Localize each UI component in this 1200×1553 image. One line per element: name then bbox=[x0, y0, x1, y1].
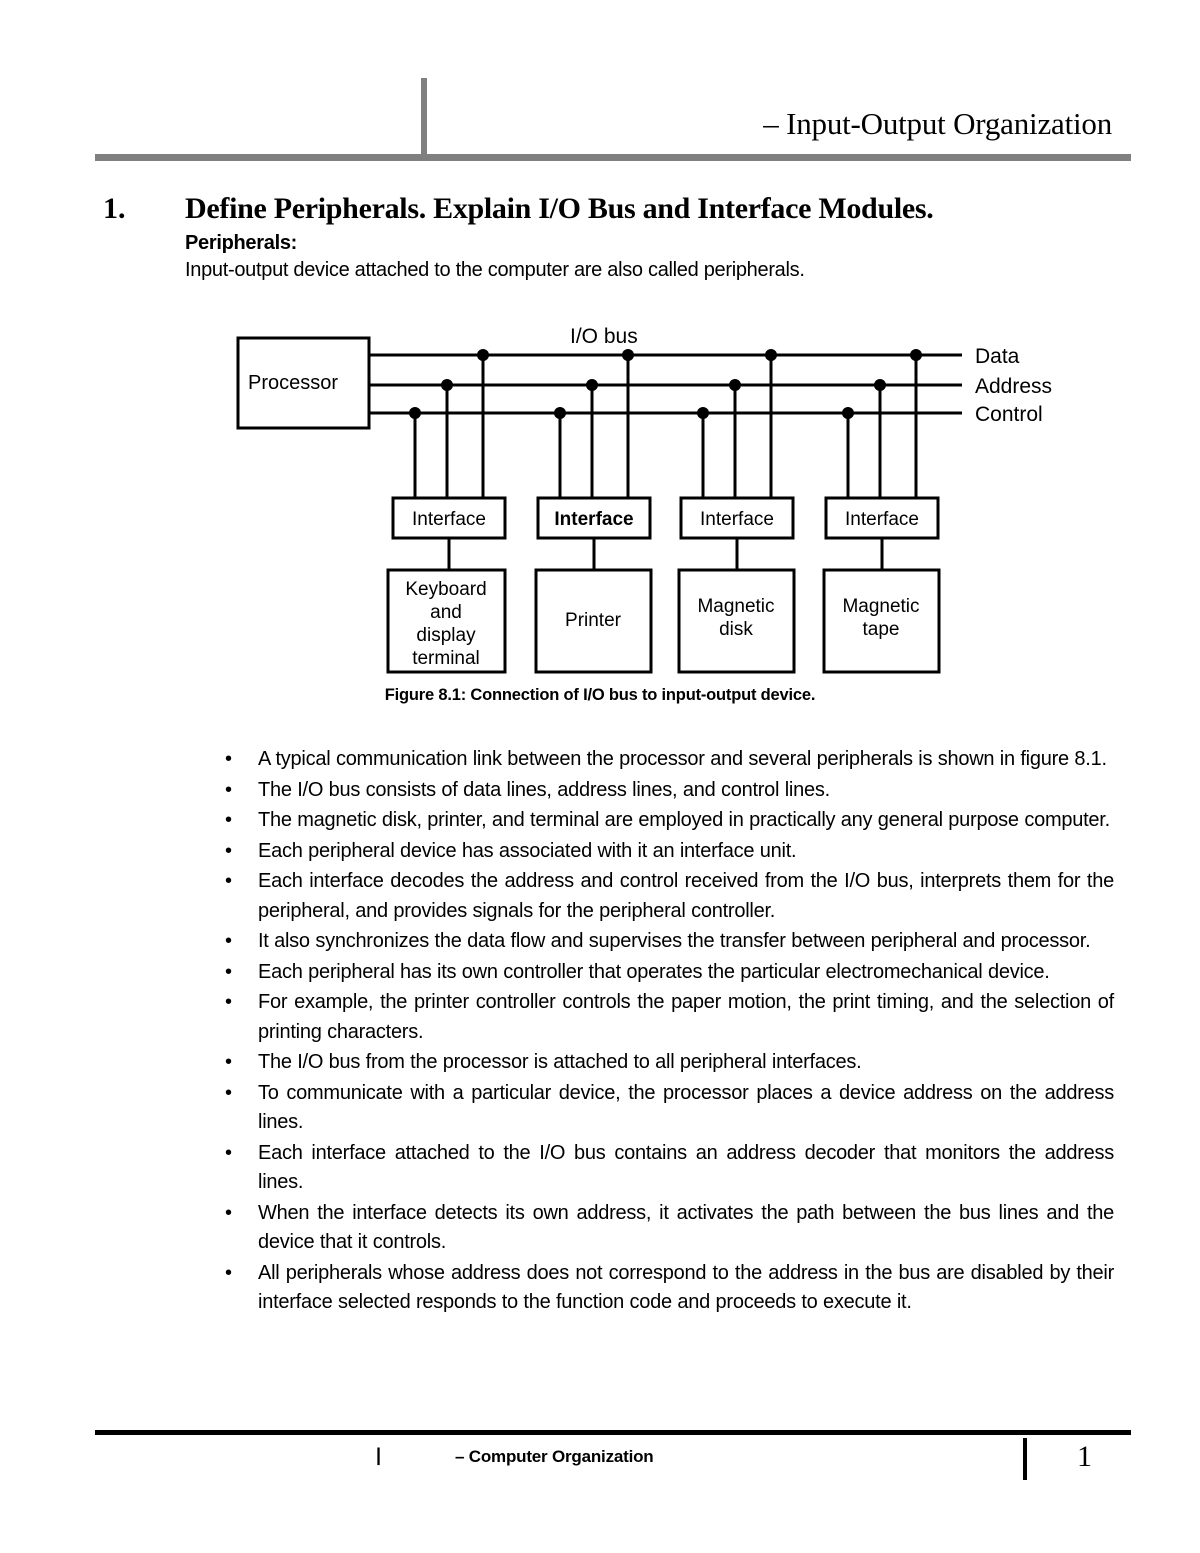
question-number: 1. bbox=[103, 192, 126, 225]
processor-box bbox=[236, 336, 371, 430]
device-box-3 bbox=[677, 568, 796, 674]
list-item: • The I/O bus from the processor is attac… bbox=[222, 1048, 1114, 1078]
header-horizontal-rule bbox=[95, 154, 1131, 161]
bullet-icon: • bbox=[225, 1081, 233, 1104]
interface-label-1: Interface bbox=[412, 509, 486, 530]
interface-label-2: Interface bbox=[554, 509, 633, 530]
footer-rule bbox=[95, 1430, 1131, 1435]
bullet-icon: • bbox=[225, 991, 233, 1013]
page-header: – Input-Output Organization bbox=[0, 0, 1200, 170]
footer-vertical-rule bbox=[1023, 1438, 1027, 1480]
processor-label: Processor bbox=[248, 372, 338, 394]
bullet-icon: • bbox=[225, 960, 233, 983]
bullet-icon: • bbox=[225, 839, 233, 862]
device-box-1 bbox=[386, 568, 507, 674]
list-item: • For example, the printer controller con… bbox=[222, 988, 1114, 1047]
list-item-text: The I/O bus consists of data lines, addr… bbox=[258, 778, 830, 801]
list-item: • Each peripheral has its own controller … bbox=[222, 958, 1114, 988]
bus-label-data: Data bbox=[975, 345, 1020, 368]
footer-page-number: 1 bbox=[1077, 1440, 1092, 1473]
interface-label-4: Interface bbox=[845, 509, 919, 530]
question-title: Define Peripherals. Explain I/O Bus and … bbox=[185, 192, 934, 225]
bullet-icon: • bbox=[225, 1201, 233, 1224]
list-item-text: Each peripheral device has associated wi… bbox=[258, 839, 797, 862]
footer-separator: | bbox=[376, 1445, 382, 1465]
list-item-text: A typical communication link between the… bbox=[258, 748, 1107, 770]
list-item: • Each interface decodes the address and … bbox=[222, 867, 1114, 926]
section-subheading: Peripherals: bbox=[185, 232, 298, 254]
interface-box-2 bbox=[536, 496, 652, 540]
list-item: • All peripherals whose address does not … bbox=[222, 1259, 1114, 1318]
figure-io-bus-diagram: Processor I/O bus Data Address Control bbox=[0, 310, 1200, 710]
bullet-icon: • bbox=[225, 930, 233, 952]
list-item: • A typical communication link between th… bbox=[222, 745, 1114, 775]
bus-taps-group-1 bbox=[409, 349, 489, 498]
bullet-icon: • bbox=[225, 778, 233, 801]
bullet-icon: • bbox=[225, 809, 233, 831]
list-item: • To communicate with a particular device… bbox=[222, 1079, 1114, 1138]
bullet-icon: • bbox=[225, 1261, 233, 1284]
bullet-icon: • bbox=[225, 870, 233, 892]
list-item-text: For example, the printer controller cont… bbox=[258, 991, 1114, 1043]
bullet-icon: • bbox=[225, 748, 233, 770]
bus-taps-group-2 bbox=[554, 349, 634, 498]
device-box-4 bbox=[822, 568, 941, 674]
list-item: • The magnetic disk, printer, and termina… bbox=[222, 806, 1114, 836]
bus-label-address: Address bbox=[975, 375, 1052, 398]
bus-label-control: Control bbox=[975, 403, 1043, 426]
interface-label-3: Interface bbox=[700, 509, 774, 530]
bus-taps-group-3 bbox=[697, 349, 777, 498]
bullet-icon: • bbox=[225, 1141, 233, 1164]
device-label-2: Printer bbox=[565, 610, 622, 631]
footer-center-text: – Computer Organization bbox=[455, 1447, 654, 1466]
list-item: • Each peripheral device has associated w… bbox=[222, 837, 1114, 867]
io-bus-label: I/O bus bbox=[570, 325, 638, 348]
bus-taps-group-4 bbox=[842, 349, 922, 498]
list-item-text: Each peripheral has its own controller t… bbox=[258, 960, 1050, 983]
list-item-text: Each interface attached to the I/O bus c… bbox=[258, 1141, 1114, 1194]
list-item-text: The magnetic disk, printer, and terminal… bbox=[258, 809, 1110, 831]
header-title: – Input-Output Organization bbox=[763, 106, 1112, 141]
list-item: • The I/O bus consists of data lines, add… bbox=[222, 776, 1114, 806]
device-box-2 bbox=[534, 568, 653, 674]
list-item-text: It also synchronizes the data flow and s… bbox=[258, 930, 1091, 952]
list-item-text: All peripherals whose address does not c… bbox=[258, 1261, 1114, 1314]
bullet-list: • A typical communication link between th… bbox=[222, 745, 1114, 1319]
list-item-text: The I/O bus from the processor is attach… bbox=[258, 1051, 862, 1073]
list-item-text: To communicate with a particular device,… bbox=[258, 1081, 1114, 1134]
interface-box-1 bbox=[391, 496, 507, 540]
figure-caption: Figure 8.1: Connection of I/O bus to inp… bbox=[384, 686, 816, 704]
list-item: • Each interface attached to the I/O bus … bbox=[222, 1139, 1114, 1198]
header-vertical-rule bbox=[421, 78, 427, 160]
bullet-icon: • bbox=[225, 1051, 233, 1073]
interface-box-3 bbox=[679, 496, 795, 540]
section-subtext: Input-output device attached to the comp… bbox=[185, 259, 805, 281]
list-item-text: When the interface detects its own addre… bbox=[258, 1201, 1114, 1254]
list-item: • It also synchronizes the data flow and … bbox=[222, 927, 1114, 957]
list-item-text: Each interface decodes the address and c… bbox=[258, 870, 1114, 922]
list-item: • When the interface detects its own addr… bbox=[222, 1199, 1114, 1258]
